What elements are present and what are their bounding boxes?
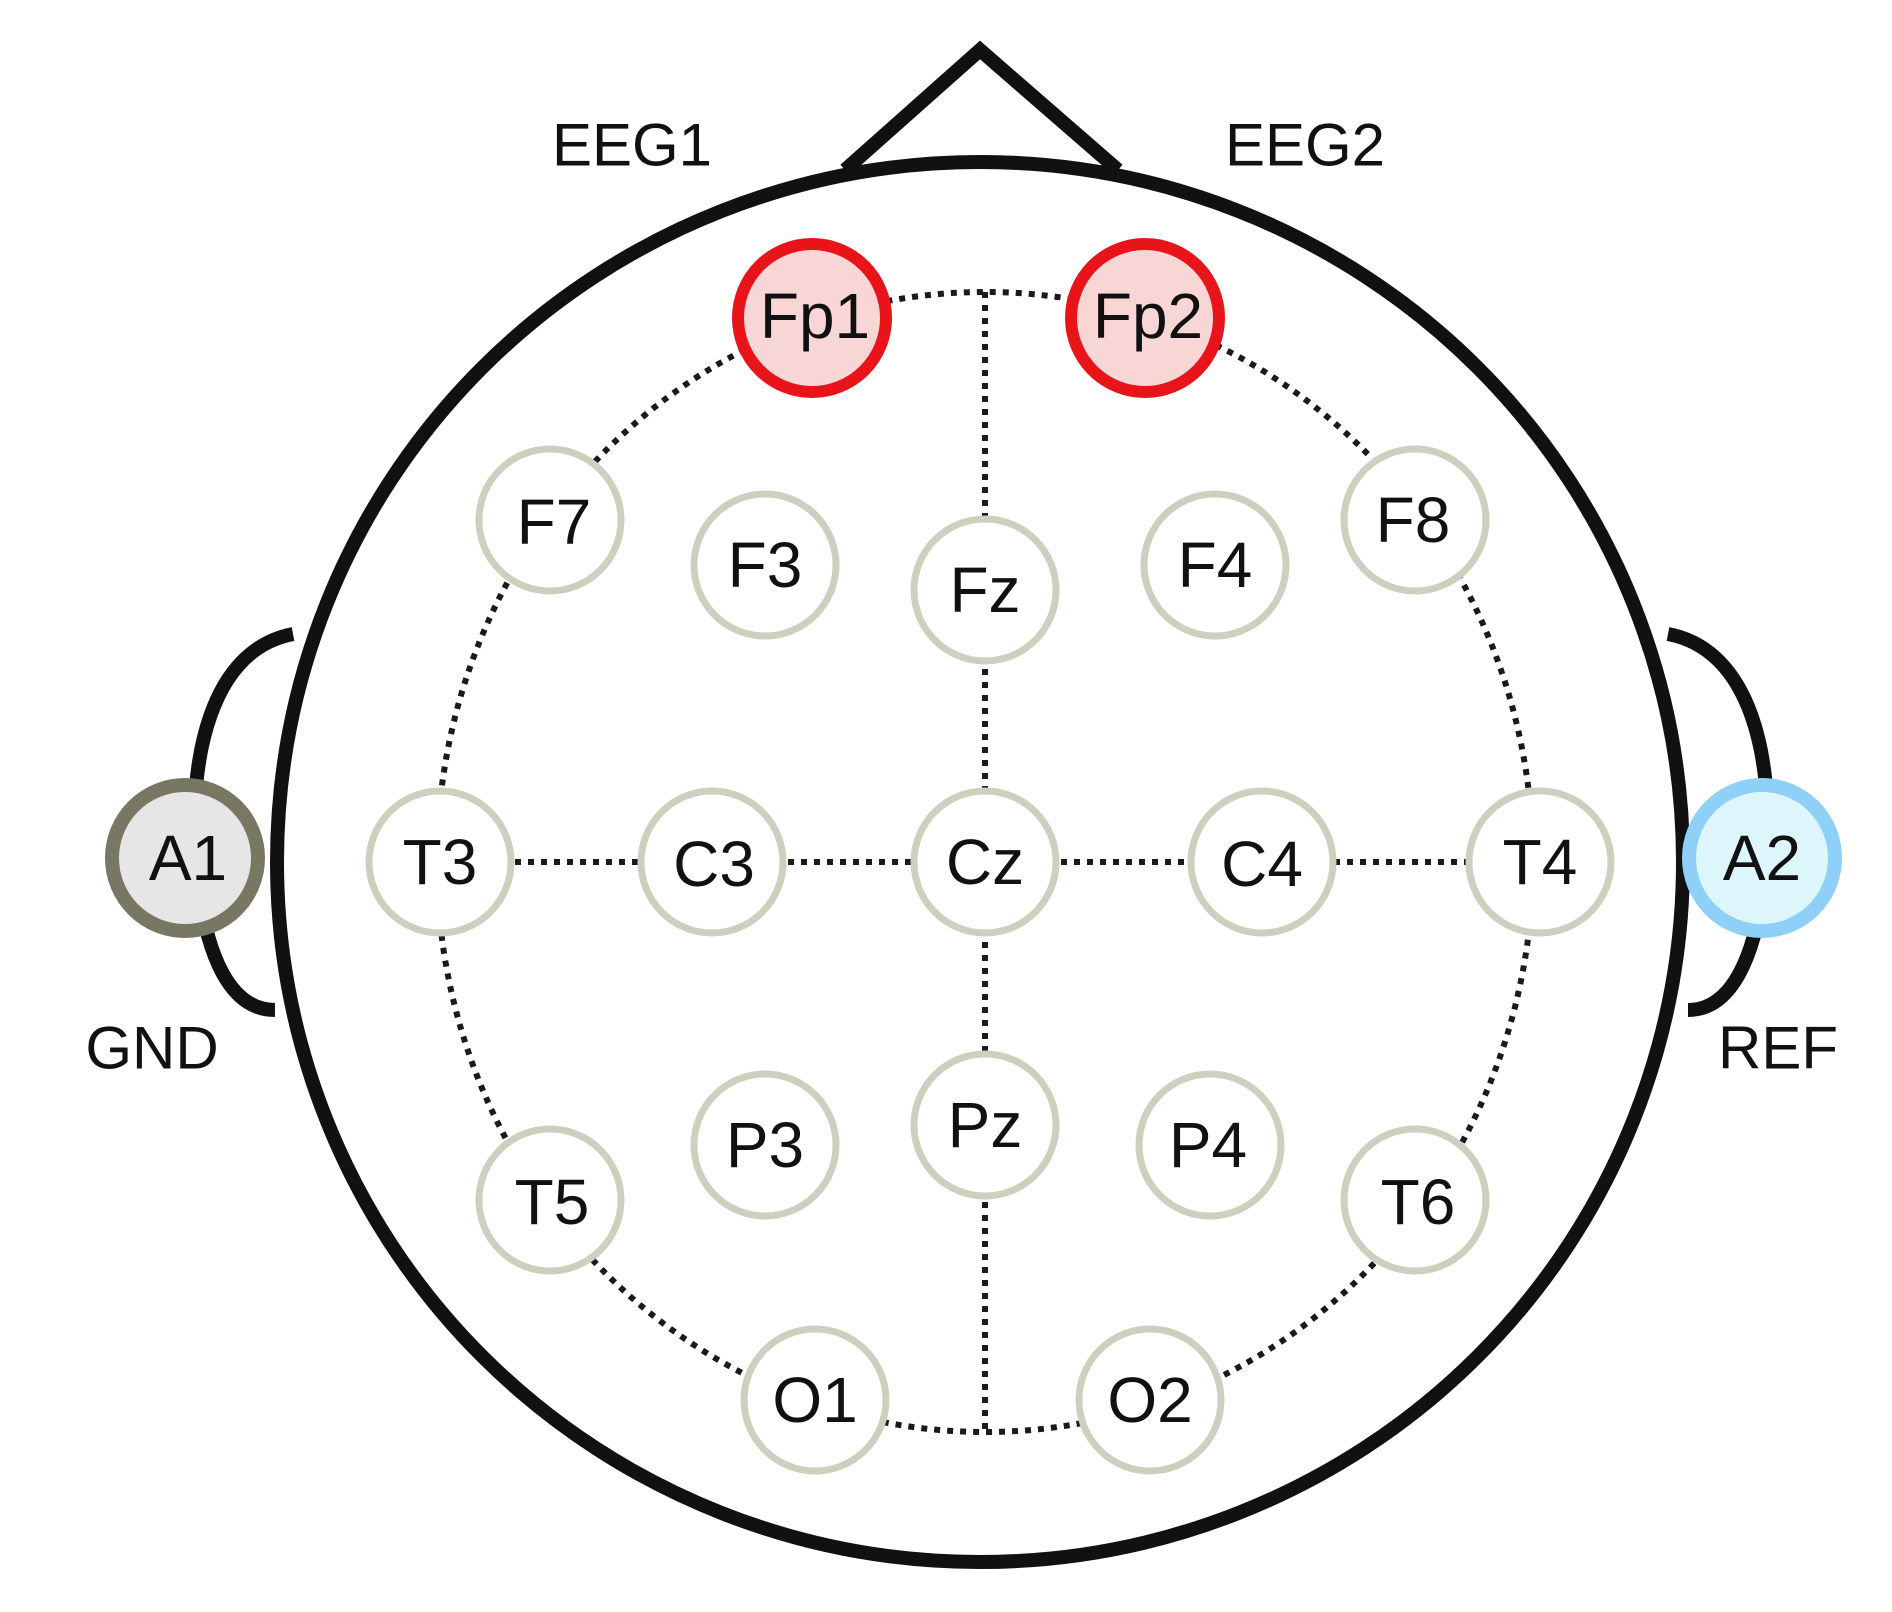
electrode-Fz-label: Fz [949, 554, 1020, 626]
electrode-O1: O1 [740, 1325, 890, 1475]
electrode-F4-label: F4 [1178, 529, 1253, 601]
electrode-P3-label: P3 [726, 1109, 804, 1181]
eeg1-label: EEG1 [552, 112, 712, 179]
electrode-Cz-ring [910, 787, 1060, 937]
electrode-T6: T6 [1340, 1125, 1490, 1275]
electrode-T4: T4 [1465, 787, 1615, 937]
electrode-Pz-label: Pz [948, 1089, 1023, 1161]
electrode-T4-label: T4 [1503, 826, 1578, 898]
ref-label: REF [1718, 1015, 1838, 1082]
electrode-F3: F3 [690, 490, 840, 640]
electrode-Cz-label: Cz [946, 826, 1024, 898]
eeg2-label: EEG2 [1225, 112, 1385, 179]
electrode-T3-ring [365, 787, 515, 937]
electrode-F4: F4 [1140, 490, 1290, 640]
electrode-T5: T5 [475, 1125, 625, 1275]
electrode-Fp2: Fp2 [1065, 238, 1225, 398]
electrode-C4: C4 [1187, 787, 1337, 937]
electrode-Fp2-ring [1065, 238, 1225, 398]
electrode-P4-ring [1135, 1070, 1285, 1220]
electrode-A2-label: A2 [1723, 822, 1801, 894]
electrode-C3: C3 [637, 787, 787, 937]
electrode-P4-label: P4 [1169, 1109, 1247, 1181]
electrode-C3-ring [637, 787, 787, 937]
electrode-A2-ring [1682, 778, 1842, 938]
electrode-T4-ring [1465, 787, 1615, 937]
electrode-T6-label: T6 [1381, 1166, 1456, 1238]
electrode-C4-label: C4 [1221, 828, 1303, 900]
electrode-T5-ring [475, 1125, 625, 1275]
electrode-A1: A1 [105, 778, 265, 938]
electrode-Cz: Cz [910, 787, 1060, 937]
electrode-C3-label: C3 [673, 828, 755, 900]
electrode-Pz: Pz [910, 1050, 1060, 1200]
gnd-label: GND [85, 1015, 218, 1082]
electrode-Fp1: Fp1 [732, 238, 892, 398]
electrode-Fp1-label: Fp1 [760, 280, 870, 352]
electrode-O2: O2 [1075, 1325, 1225, 1475]
electrode-A1-ring [105, 778, 265, 938]
electrode-P3-ring [690, 1070, 840, 1220]
electrode-O2-label: O2 [1107, 1364, 1192, 1436]
electrode-F3-ring [690, 490, 840, 640]
electrode-T3: T3 [365, 787, 515, 937]
electrode-O1-label: O1 [772, 1364, 857, 1436]
electrode-Fp2-label: Fp2 [1093, 280, 1203, 352]
electrode-F3-label: F3 [728, 529, 803, 601]
electrode-Fz-ring [910, 515, 1060, 665]
electrode-F7-ring [475, 445, 625, 595]
electrode-T5-label: T5 [515, 1166, 590, 1238]
electrode-P3: P3 [690, 1070, 840, 1220]
electrode-F8: F8 [1340, 445, 1490, 595]
nose [840, 40, 1123, 176]
electrode-P4: P4 [1135, 1070, 1285, 1220]
electrode-A2: A2 [1682, 778, 1842, 938]
electrode-Fz: Fz [910, 515, 1060, 665]
electrode-F7: F7 [475, 445, 625, 595]
electrode-A1-label: A1 [149, 822, 227, 894]
electrode-F4-ring [1140, 490, 1290, 640]
electrode-Pz-ring [910, 1050, 1060, 1200]
electrode-Fp1-ring [732, 238, 892, 398]
electrode-F8-ring [1340, 445, 1490, 595]
electrode-F8-label: F8 [1376, 484, 1451, 556]
electrode-O2-ring [1075, 1325, 1225, 1475]
electrode-O1-ring [740, 1325, 890, 1475]
electrode-C4-ring [1187, 787, 1337, 937]
electrode-T3-label: T3 [403, 826, 478, 898]
electrode-T6-ring [1340, 1125, 1490, 1275]
electrode-F7-label: F7 [517, 486, 592, 558]
